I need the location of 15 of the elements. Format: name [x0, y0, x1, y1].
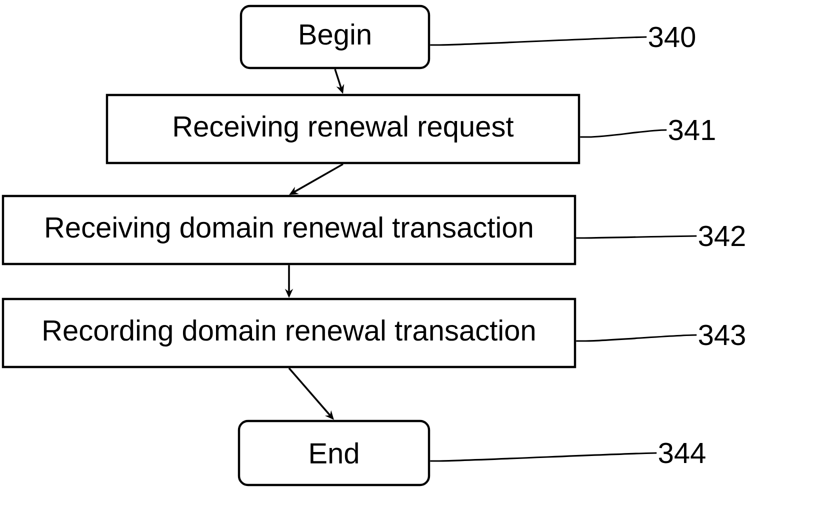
process-box: Receiving renewal request — [106, 94, 580, 164]
terminal-box: End — [238, 420, 430, 486]
leader-line — [576, 334, 697, 342]
callout-number: 343 — [698, 324, 745, 346]
leader-line — [430, 36, 647, 46]
callout-number: 344 — [658, 442, 706, 464]
leader-line — [430, 452, 657, 462]
callout-number: 341 — [668, 120, 715, 140]
callout-number: 342 — [698, 226, 745, 246]
process-box: Recording domain renewal transaction — [2, 298, 576, 368]
terminal-box: Begin — [240, 4, 430, 70]
leader-line — [580, 129, 667, 138]
process-box: Receiving domain renewal transaction — [2, 194, 576, 266]
callout-number: 340 — [648, 26, 696, 48]
leader-line — [576, 235, 697, 239]
